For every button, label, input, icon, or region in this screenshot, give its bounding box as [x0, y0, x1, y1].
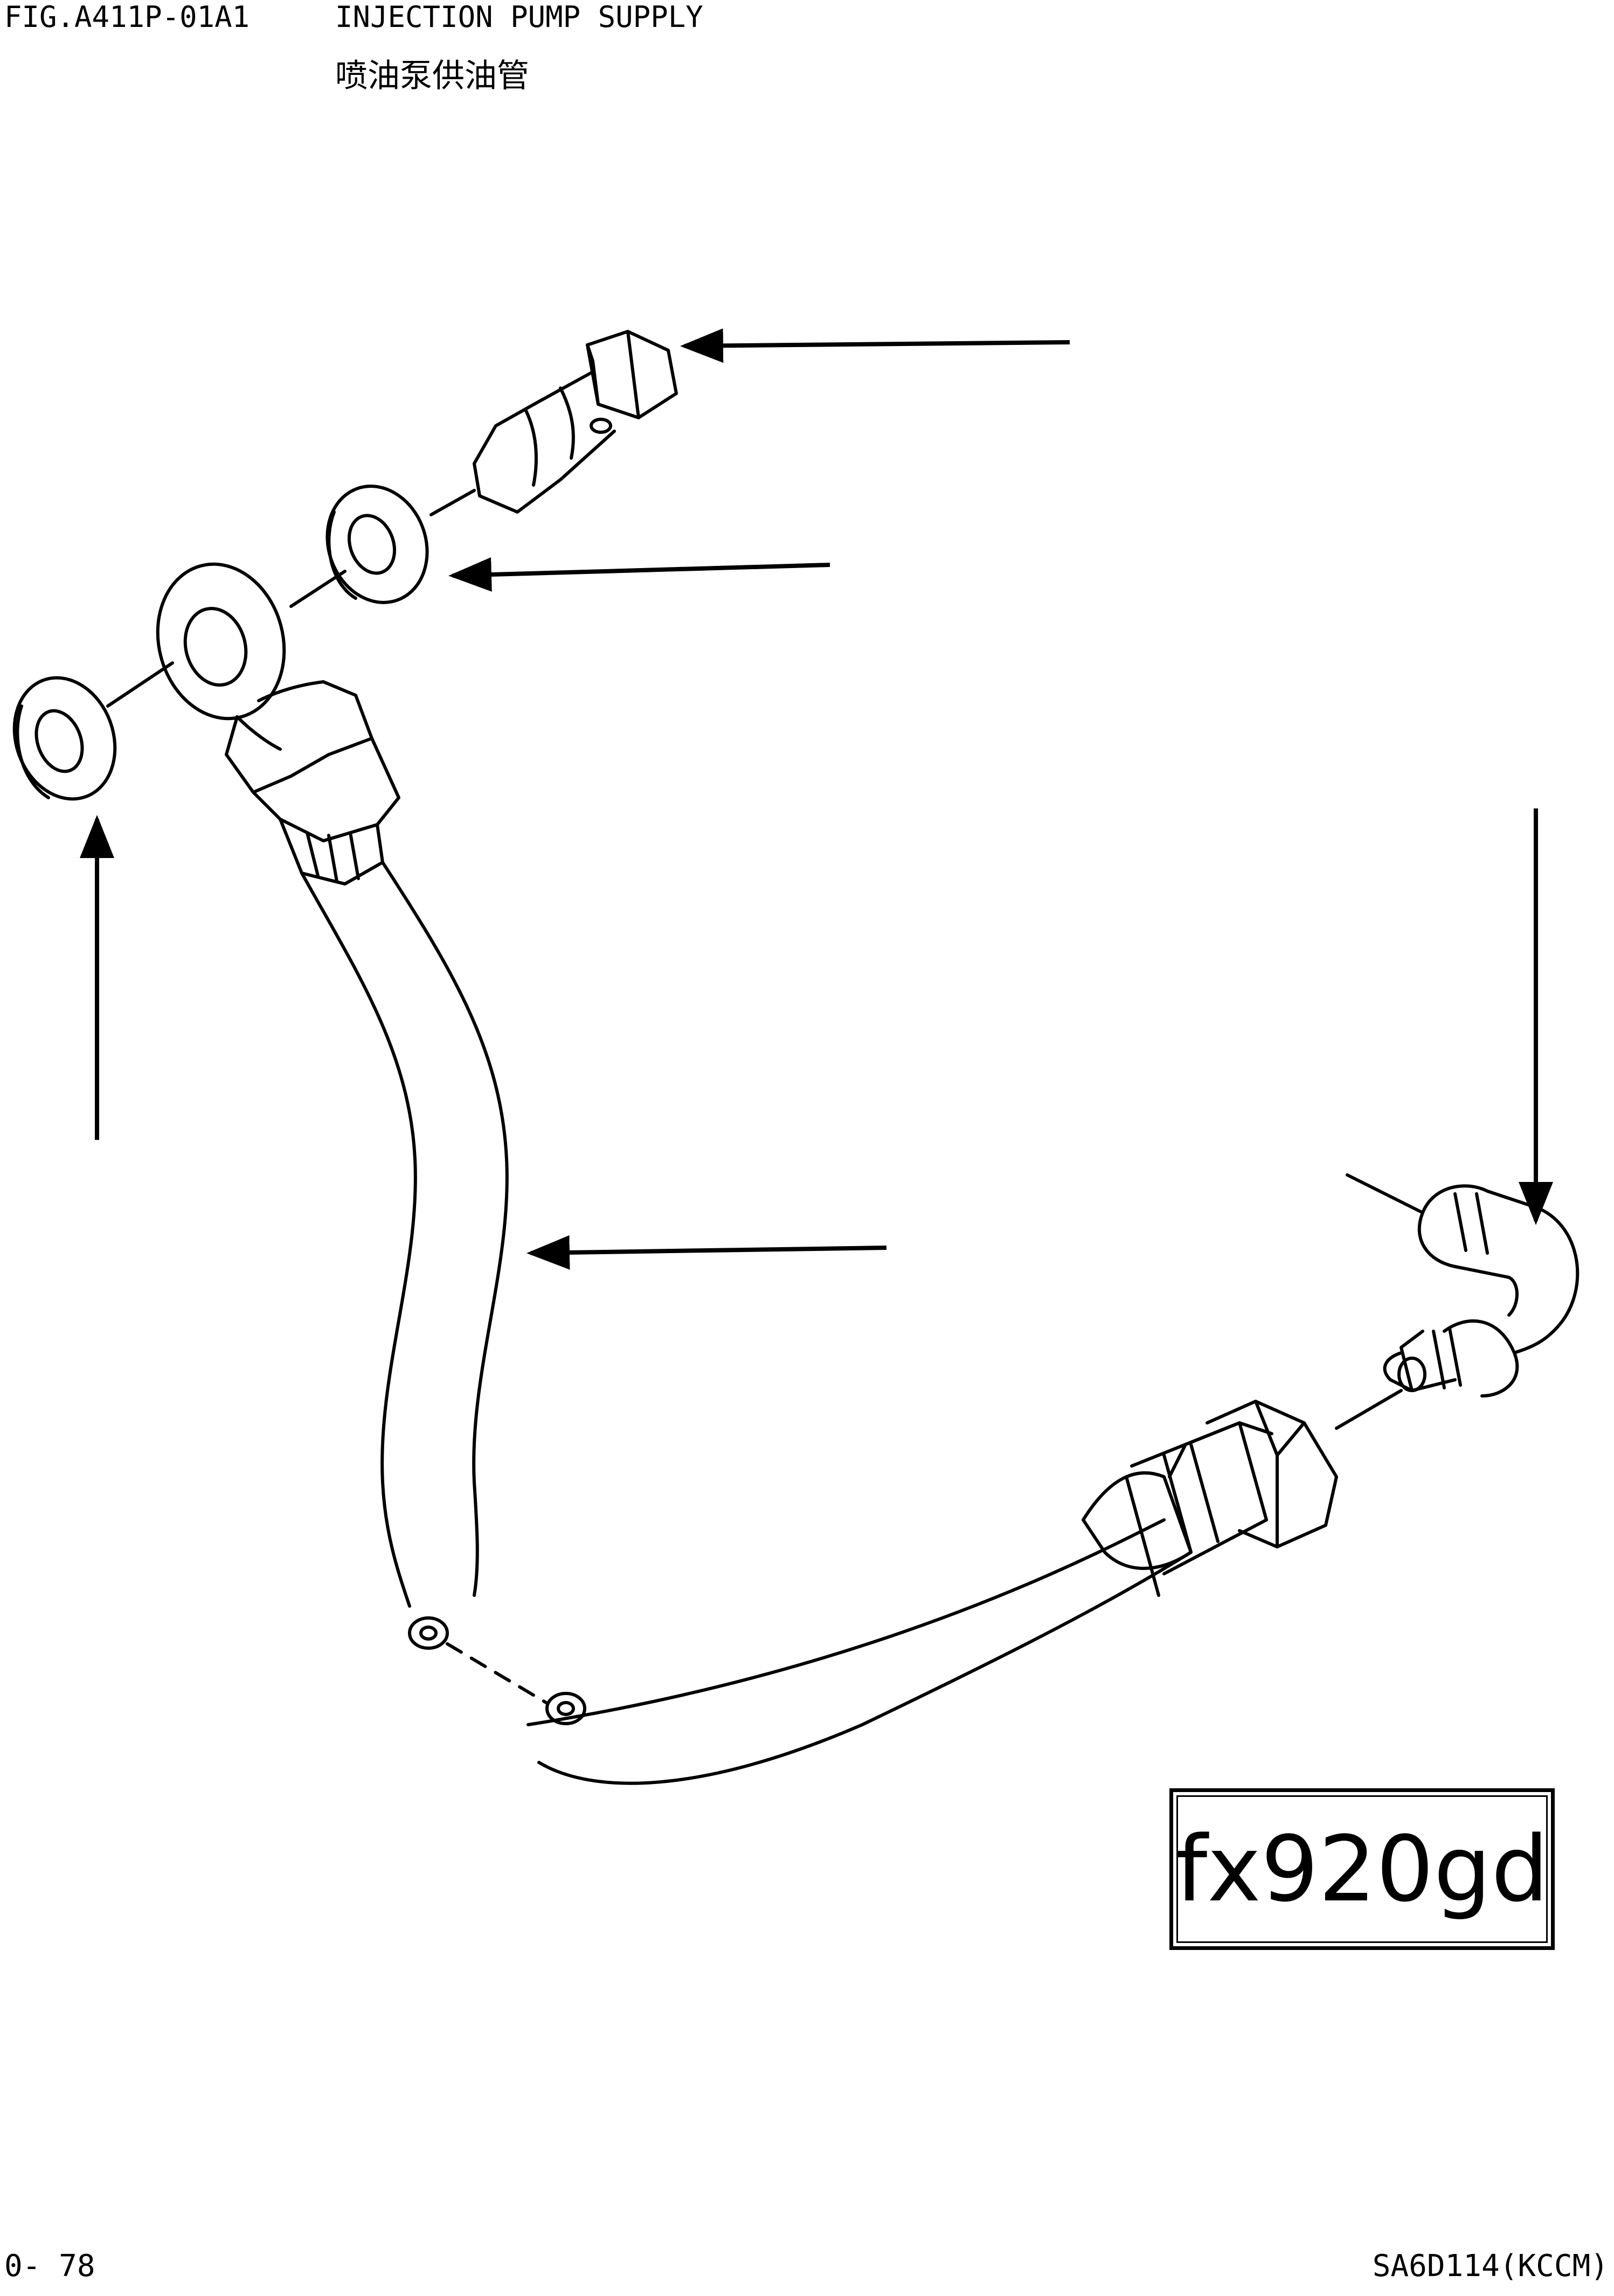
- gasket-upper: [325, 485, 429, 604]
- figure-title-english: INJECTION PUMP SUPPLY: [335, 0, 703, 34]
- axis-line-lower: [106, 661, 174, 708]
- banjo-bolt: [473, 330, 678, 514]
- callout-arrow-bolt: [680, 328, 1070, 363]
- drawing-code-stamp: fx920gd: [1169, 1788, 1555, 1950]
- figure-number: FIG.A411P-01A1: [4, 0, 250, 34]
- fuel-hose: [300, 861, 1193, 1785]
- banjo-eye-fitting: [156, 562, 325, 751]
- engine-model: SA6D114(KCCM): [1372, 2249, 1609, 2284]
- axis-line-upper: [430, 489, 476, 516]
- sleeve-nut: [1082, 1400, 1338, 1597]
- stamp-code: fx920gd: [1175, 1816, 1549, 1922]
- hose-fitting-upper: [225, 680, 400, 886]
- figure-title-chinese: 喷油泵供油管: [335, 57, 529, 95]
- callout-arrow-hose: [527, 1235, 887, 1270]
- stamp-inner-border: [1176, 1795, 1548, 1943]
- axis-line-elbow: [1346, 1173, 1424, 1214]
- axis-line-nut: [1335, 1389, 1403, 1430]
- gasket-lower: [12, 676, 117, 801]
- callout-arrow-gasket-upper: [448, 557, 830, 592]
- page-number: 0- 78: [4, 2249, 95, 2284]
- elbow-connector: [1383, 1184, 1580, 1398]
